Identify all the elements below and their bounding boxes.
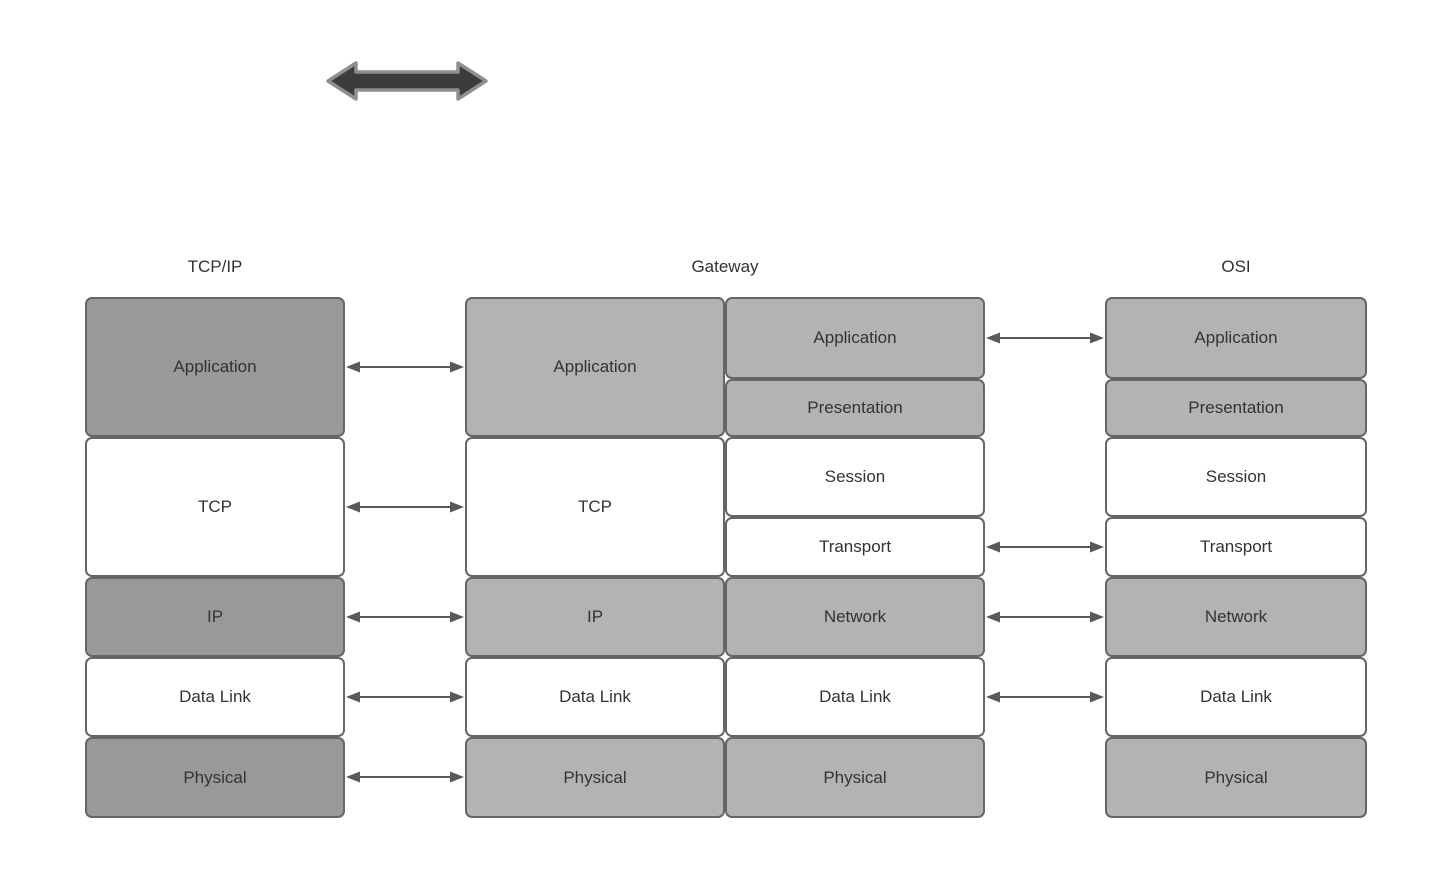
tcpip-layer-application: Application (85, 297, 345, 437)
layer-label: IP (586, 607, 604, 626)
gateway-right-layer-presentation: Presentation (725, 379, 985, 437)
osi-title: OSI (1221, 257, 1251, 276)
layer-label: Presentation (807, 398, 903, 417)
layer-label: Physical (183, 767, 247, 787)
layer-label: Network (1204, 607, 1268, 626)
arrow-tcpip-gateway-datalink (346, 691, 464, 703)
gateway-right-layer-transport: Transport (725, 517, 985, 577)
layer-label: Application (813, 328, 897, 347)
gateway-left-stack: Application TCP IP Data Link Physical (465, 297, 725, 818)
osi-layer-physical: Physical (1105, 737, 1367, 818)
layer-label: Session (1205, 467, 1267, 486)
layer-label: Session (824, 467, 886, 486)
gateway-left-layer-application: Application (465, 297, 725, 437)
layer-label: Transport (818, 537, 892, 556)
layer-label: Application (553, 357, 637, 376)
osi-layer-transport: Transport (1105, 517, 1367, 577)
arrow-gateway-osi-transport (986, 541, 1104, 553)
osi-layer-session: Session (1105, 437, 1367, 517)
arrow-gateway-osi-application (986, 332, 1104, 344)
osi-layer-presentation: Presentation (1105, 379, 1367, 437)
layer-label: Presentation (1188, 398, 1284, 417)
layer-label: Data Link (559, 687, 631, 706)
osi-layer-datalink: Data Link (1105, 657, 1367, 737)
layer-label: Physical (563, 767, 627, 787)
gateway-left-layer-ip: IP (465, 577, 725, 657)
osi-stack: Application Presentation Session Transpo… (1105, 297, 1367, 818)
tcpip-title: TCP/IP (187, 257, 243, 276)
layer-label: Data Link (819, 687, 891, 706)
layer-label: Network (823, 607, 887, 626)
layer-label: IP (206, 607, 224, 626)
gateway-right-layer-network: Network (725, 577, 985, 657)
layer-label: Transport (1199, 537, 1273, 556)
arrow-gateway-osi-datalink (986, 691, 1104, 703)
gateway-left-layer-tcp: TCP (465, 437, 725, 577)
arrow-tcpip-gateway-tcp (346, 501, 464, 513)
tcpip-stack: Application TCP IP Data Link Physical (85, 297, 345, 818)
layer-label: Application (173, 357, 257, 376)
layer-label: Physical (823, 767, 887, 787)
layer-label: Data Link (1200, 687, 1272, 706)
arrow-gateway-osi-network (986, 611, 1104, 623)
gateway-right-layer-session: Session (725, 437, 985, 517)
gateway-right-layer-physical: Physical (725, 737, 985, 818)
tcpip-layer-tcp: TCP (85, 437, 345, 577)
gateway-left-layer-datalink: Data Link (465, 657, 725, 737)
arrow-tcpip-gateway-application (346, 361, 464, 373)
gateway-left-layer-physical: Physical (465, 737, 725, 818)
double-arrow-icon (326, 61, 488, 101)
tcpip-layer-physical: Physical (85, 737, 345, 818)
tcpip-layer-ip: IP (85, 577, 345, 657)
layer-label: TCP (578, 497, 612, 516)
layer-label: Data Link (179, 687, 251, 706)
gateway-title: Gateway (691, 257, 759, 276)
layer-label: Physical (1204, 767, 1268, 787)
layer-label: TCP (198, 497, 232, 516)
osi-layer-network: Network (1105, 577, 1367, 657)
gateway-right-stack: Application Presentation Session Transpo… (725, 297, 985, 818)
arrow-tcpip-gateway-physical (346, 771, 464, 783)
layer-label: Application (1194, 328, 1278, 347)
gateway-right-layer-application: Application (725, 297, 985, 379)
osi-layer-application: Application (1105, 297, 1367, 379)
tcpip-layer-datalink: Data Link (85, 657, 345, 737)
gateway-right-layer-datalink: Data Link (725, 657, 985, 737)
arrow-tcpip-gateway-ip (346, 611, 464, 623)
